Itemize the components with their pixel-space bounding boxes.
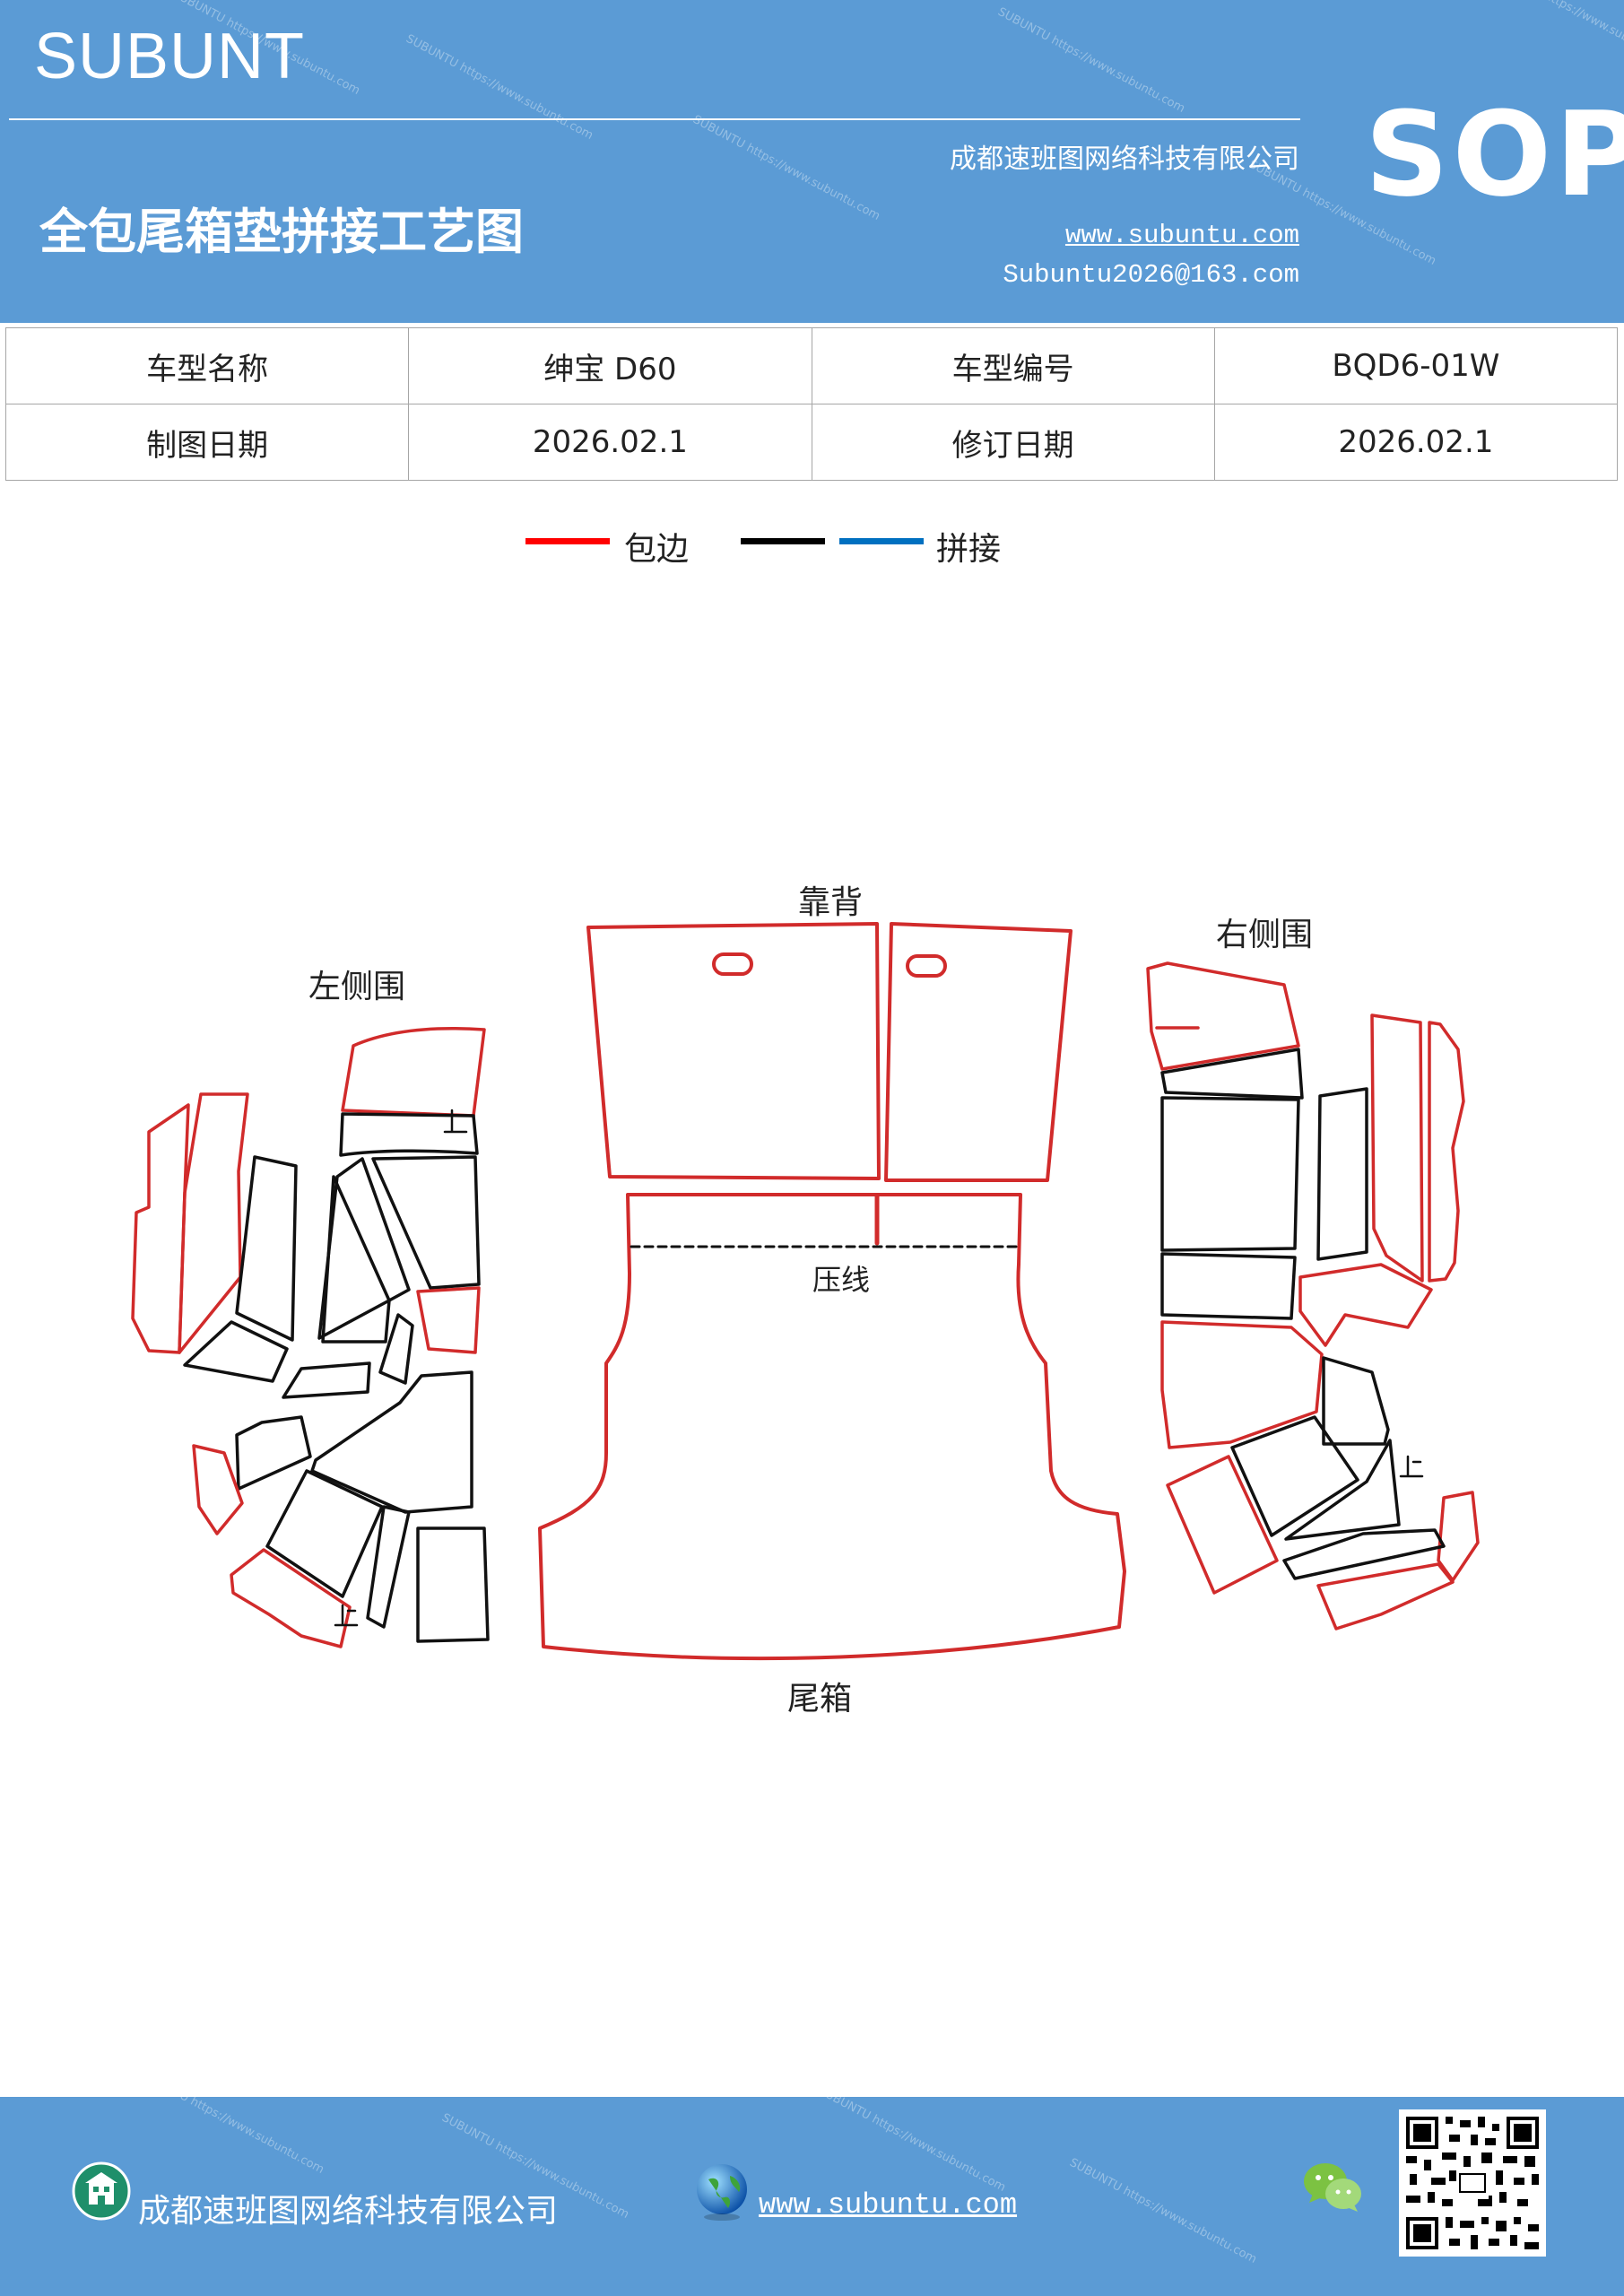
page-title: 全包尾箱垫拼接工艺图 — [39, 203, 524, 260]
stop-mark — [1399, 1455, 1424, 1478]
qr-code-pattern — [1399, 2109, 1546, 2257]
right-side-piece — [1322, 1356, 1390, 1446]
label-crease: 压线 — [812, 1263, 870, 1297]
right-side-piece — [1437, 1491, 1480, 1582]
right-side-piece — [1428, 1021, 1465, 1283]
backrest-slot — [906, 954, 947, 978]
left-side-piece — [371, 1155, 481, 1290]
wechat-icon — [1304, 2163, 1361, 2212]
globe-icon — [697, 2164, 747, 2221]
right-side-piece — [1316, 1087, 1368, 1261]
left-side-piece — [317, 1157, 411, 1340]
right-side-piece — [1160, 1096, 1300, 1252]
table-cell: BQD6-01W — [1213, 327, 1619, 404]
trunk-mat-pattern-diagram: 靠背 左侧围 右侧围 压线 尾箱 — [131, 884, 1480, 1718]
left-side-piece — [321, 1175, 391, 1344]
watermark: SUBUNTU https://www.subuntu.com — [1489, 0, 1624, 72]
right-side-piece — [1166, 1455, 1279, 1595]
brand-name: SUBUNT — [34, 21, 306, 92]
email-address: Subuntu2026@163.com — [1003, 260, 1299, 290]
legend-label-seam: 拼接 — [936, 531, 1002, 568]
legend-label-edge: 包边 — [624, 531, 690, 568]
website-link[interactable]: www.subuntu.com — [1064, 221, 1299, 250]
right-side-piece — [1316, 1562, 1455, 1631]
table-cell: 车型编号 — [811, 327, 1215, 404]
left-side-piece — [265, 1469, 384, 1598]
footer-company-name: 成都速班图网络科技有限公司 — [138, 2193, 559, 2230]
label-right-side: 右侧围 — [1216, 917, 1313, 953]
right-side-piece — [1282, 1528, 1446, 1580]
watermark: SUBUNTU https://www.subuntu.com — [404, 31, 595, 144]
left-side-piece — [339, 1112, 479, 1157]
header-banner: SUBUNTU https://www.subuntu.com SUBUNTU … — [0, 0, 1624, 323]
table-row: 制图日期 2026.02.1 修订日期 2026.02.1 — [4, 404, 1619, 481]
table-cell: 修订日期 — [811, 404, 1215, 481]
company-name: 成都速班图网络科技有限公司 — [950, 144, 1299, 175]
table-cell: 车型名称 — [4, 327, 410, 404]
sop-badge: SOP — [1365, 86, 1624, 222]
right-side-piece — [1370, 1013, 1424, 1283]
label-left-side: 左侧围 — [308, 969, 405, 1005]
left-side-piece — [183, 1320, 289, 1383]
watermark: SUBUNTU https://www.subuntu.com — [816, 2097, 1008, 2196]
trunk-floor-panel — [538, 1193, 1126, 1661]
label-backrest: 靠背 — [798, 884, 863, 921]
left-side-piece — [416, 1526, 490, 1643]
left-side-piece — [235, 1155, 298, 1342]
watermark: SUBUNTU https://www.subuntu.com — [995, 4, 1187, 117]
left-side-piece — [310, 1370, 473, 1514]
table-cell: 2026.02.1 — [1213, 404, 1619, 481]
left-side-piece — [282, 1361, 371, 1399]
backrest-left-panel — [586, 922, 881, 1180]
left-side-piece — [192, 1444, 244, 1535]
legend: 包边 拼接 — [0, 520, 1624, 574]
backrest-right-panel — [884, 922, 1073, 1182]
table-cell: 绅宝 D60 — [408, 327, 812, 404]
right-side-piece — [1230, 1415, 1359, 1537]
qr-code — [1399, 2109, 1546, 2257]
vehicle-info-table: 车型名称 绅宝 D60 车型编号 BQD6-01W 制图日期 2026.02.1… — [4, 327, 1619, 481]
left-side-piece — [366, 1505, 411, 1629]
table-cell: 2026.02.1 — [408, 404, 812, 481]
table-cell: 制图日期 — [4, 404, 410, 481]
watermark: SUBUNTU https://www.subuntu.com — [690, 112, 882, 224]
watermark: SUBUNTU https://www.subuntu.com — [1067, 2155, 1259, 2267]
right-side-piece — [1298, 1263, 1433, 1347]
legend-swatch-black — [741, 538, 825, 544]
table-row: 车型名称 绅宝 D60 车型编号 BQD6-01W — [4, 327, 1619, 404]
label-trunk: 尾箱 — [787, 1681, 852, 1718]
left-side-piece — [230, 1548, 352, 1648]
building-icon — [72, 2161, 131, 2221]
right-side-piece — [1160, 1320, 1324, 1449]
backrest-slot — [712, 952, 753, 976]
right-side-piece — [1160, 1048, 1304, 1100]
watermark: SUBUNTU https://www.subuntu.com — [135, 2097, 326, 2178]
left-side-piece — [378, 1313, 414, 1385]
left-side-piece — [416, 1286, 481, 1354]
left-side-piece — [131, 1103, 190, 1354]
left-side-piece — [341, 1027, 486, 1118]
footer-website-link[interactable]: www.subuntu.com — [759, 2188, 1018, 2222]
legend-swatch-blue — [839, 538, 924, 544]
left-side-piece — [235, 1415, 312, 1491]
right-side-piece — [1284, 1439, 1401, 1541]
footer-banner: SUBUNTU https://www.subuntu.com SUBUNTU … — [0, 2097, 1624, 2296]
legend-swatch-red — [525, 538, 610, 544]
stop-mark — [334, 1604, 359, 1627]
right-side-piece — [1160, 1252, 1297, 1320]
header-divider — [9, 118, 1300, 120]
stop-mark — [443, 1109, 468, 1134]
right-side-piece — [1146, 961, 1300, 1071]
